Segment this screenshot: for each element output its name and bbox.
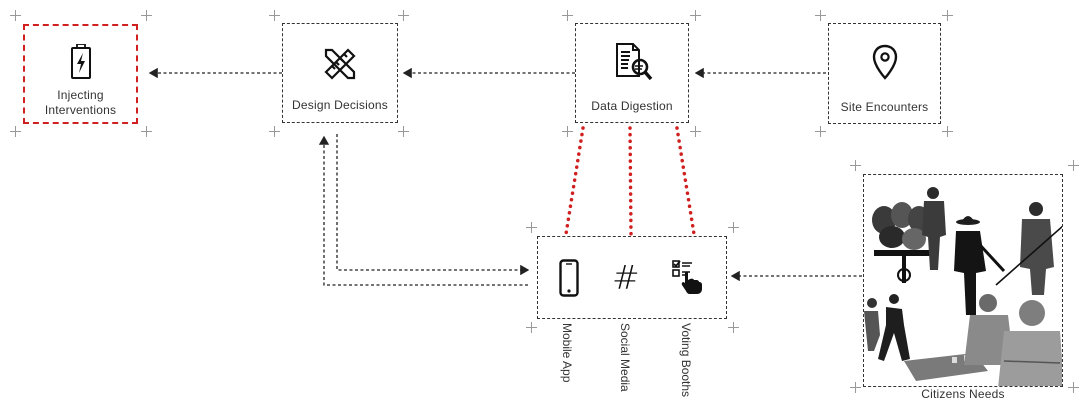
corner-mark [269, 10, 280, 21]
channel-label-voting: Voting Booths [679, 323, 693, 398]
corner-mark [562, 126, 573, 137]
ruler-pencil-icon [324, 48, 356, 80]
people-photo [864, 187, 1062, 386]
citizens-needs-label: Citizens Needs [921, 387, 1005, 401]
corner-mark [10, 126, 21, 137]
corner-mark [690, 10, 701, 21]
touch-checklist-icon [672, 260, 702, 294]
channels-node: # [537, 236, 727, 319]
corner-mark [728, 322, 739, 333]
smartphone-icon [559, 259, 579, 297]
injecting-interventions-node: Injecting Interventions [23, 24, 138, 124]
corner-mark [942, 10, 953, 21]
corner-mark [141, 10, 152, 21]
channel-label-social: Social Media [618, 323, 632, 392]
corner-mark [942, 126, 953, 137]
corner-mark [1068, 160, 1079, 171]
node-label-line1: Injecting [57, 88, 104, 102]
corner-mark [815, 126, 826, 137]
corner-mark [850, 382, 861, 393]
document-search-icon [616, 43, 653, 81]
corner-mark [1068, 382, 1079, 393]
map-pin-icon [872, 44, 898, 80]
hashtag-icon: # [612, 258, 640, 297]
corner-mark [815, 10, 826, 21]
corner-mark [526, 222, 537, 233]
design-decisions-node: Design Decisions [282, 23, 398, 123]
data-digestion-node: Data Digestion [575, 23, 689, 123]
corner-mark [398, 126, 409, 137]
node-label: Site Encounters [840, 100, 929, 114]
channel-label-mobile: Mobile App [560, 323, 574, 383]
corner-mark [10, 10, 21, 21]
corner-mark [562, 10, 573, 21]
corner-mark [850, 160, 861, 171]
corner-mark [141, 126, 152, 137]
node-label-line2: Interventions [44, 103, 117, 117]
corner-mark [690, 126, 701, 137]
citizens-needs-node [863, 174, 1063, 387]
node-label: Design Decisions [292, 98, 388, 112]
corner-mark [526, 322, 537, 333]
node-label: Data Digestion [591, 99, 673, 113]
corner-mark [398, 10, 409, 21]
site-encounters-node: Site Encounters [828, 23, 941, 124]
corner-mark [269, 126, 280, 137]
battery-charging-icon [71, 44, 91, 79]
corner-mark [728, 222, 739, 233]
